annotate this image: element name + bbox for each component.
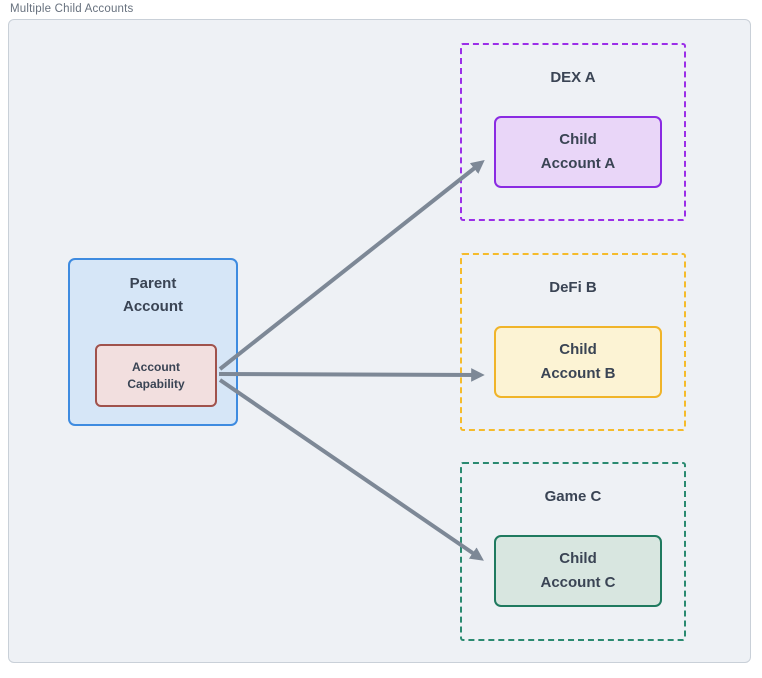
child-account-b-label-line1: Child bbox=[559, 341, 597, 358]
group-label-defi-b: DeFi B bbox=[549, 279, 597, 296]
parent-account-label-line2: Account bbox=[123, 298, 183, 315]
child-group-game-c: Game C Child Account C bbox=[460, 462, 686, 641]
parent-account-label: Parent Account bbox=[70, 260, 236, 318]
child-account-a-label-line1: Child bbox=[559, 131, 597, 148]
account-capability-box: Account Capability bbox=[95, 344, 217, 407]
child-account-c-label-line1: Child bbox=[559, 550, 597, 567]
account-capability-label-line1: Account bbox=[131, 359, 180, 374]
account-capability-label-line2: Capability bbox=[127, 376, 185, 391]
group-label-game-c: Game C bbox=[544, 488, 602, 505]
group-label-dex-a: DEX A bbox=[550, 69, 596, 86]
child-account-c-box: Child Account C bbox=[494, 535, 662, 607]
child-account-c-label-line2: Account C bbox=[540, 574, 616, 591]
parent-account-box: Parent Account Account Capability bbox=[68, 258, 238, 426]
child-group-defi-b: DeFi B Child Account B bbox=[460, 253, 686, 431]
account-capability-label: Account Capability bbox=[127, 359, 184, 393]
child-account-b-box: Child Account B bbox=[494, 326, 662, 398]
child-account-a-box: Child Account A bbox=[494, 116, 662, 188]
parent-account-label-line1: Parent bbox=[129, 275, 177, 292]
child-account-b-label-line2: Account B bbox=[540, 365, 616, 382]
child-group-dex-a: DEX A Child Account A bbox=[460, 43, 686, 221]
diagram-title: Multiple Child Accounts bbox=[10, 3, 134, 15]
child-account-a-label-line2: Account A bbox=[540, 155, 616, 172]
